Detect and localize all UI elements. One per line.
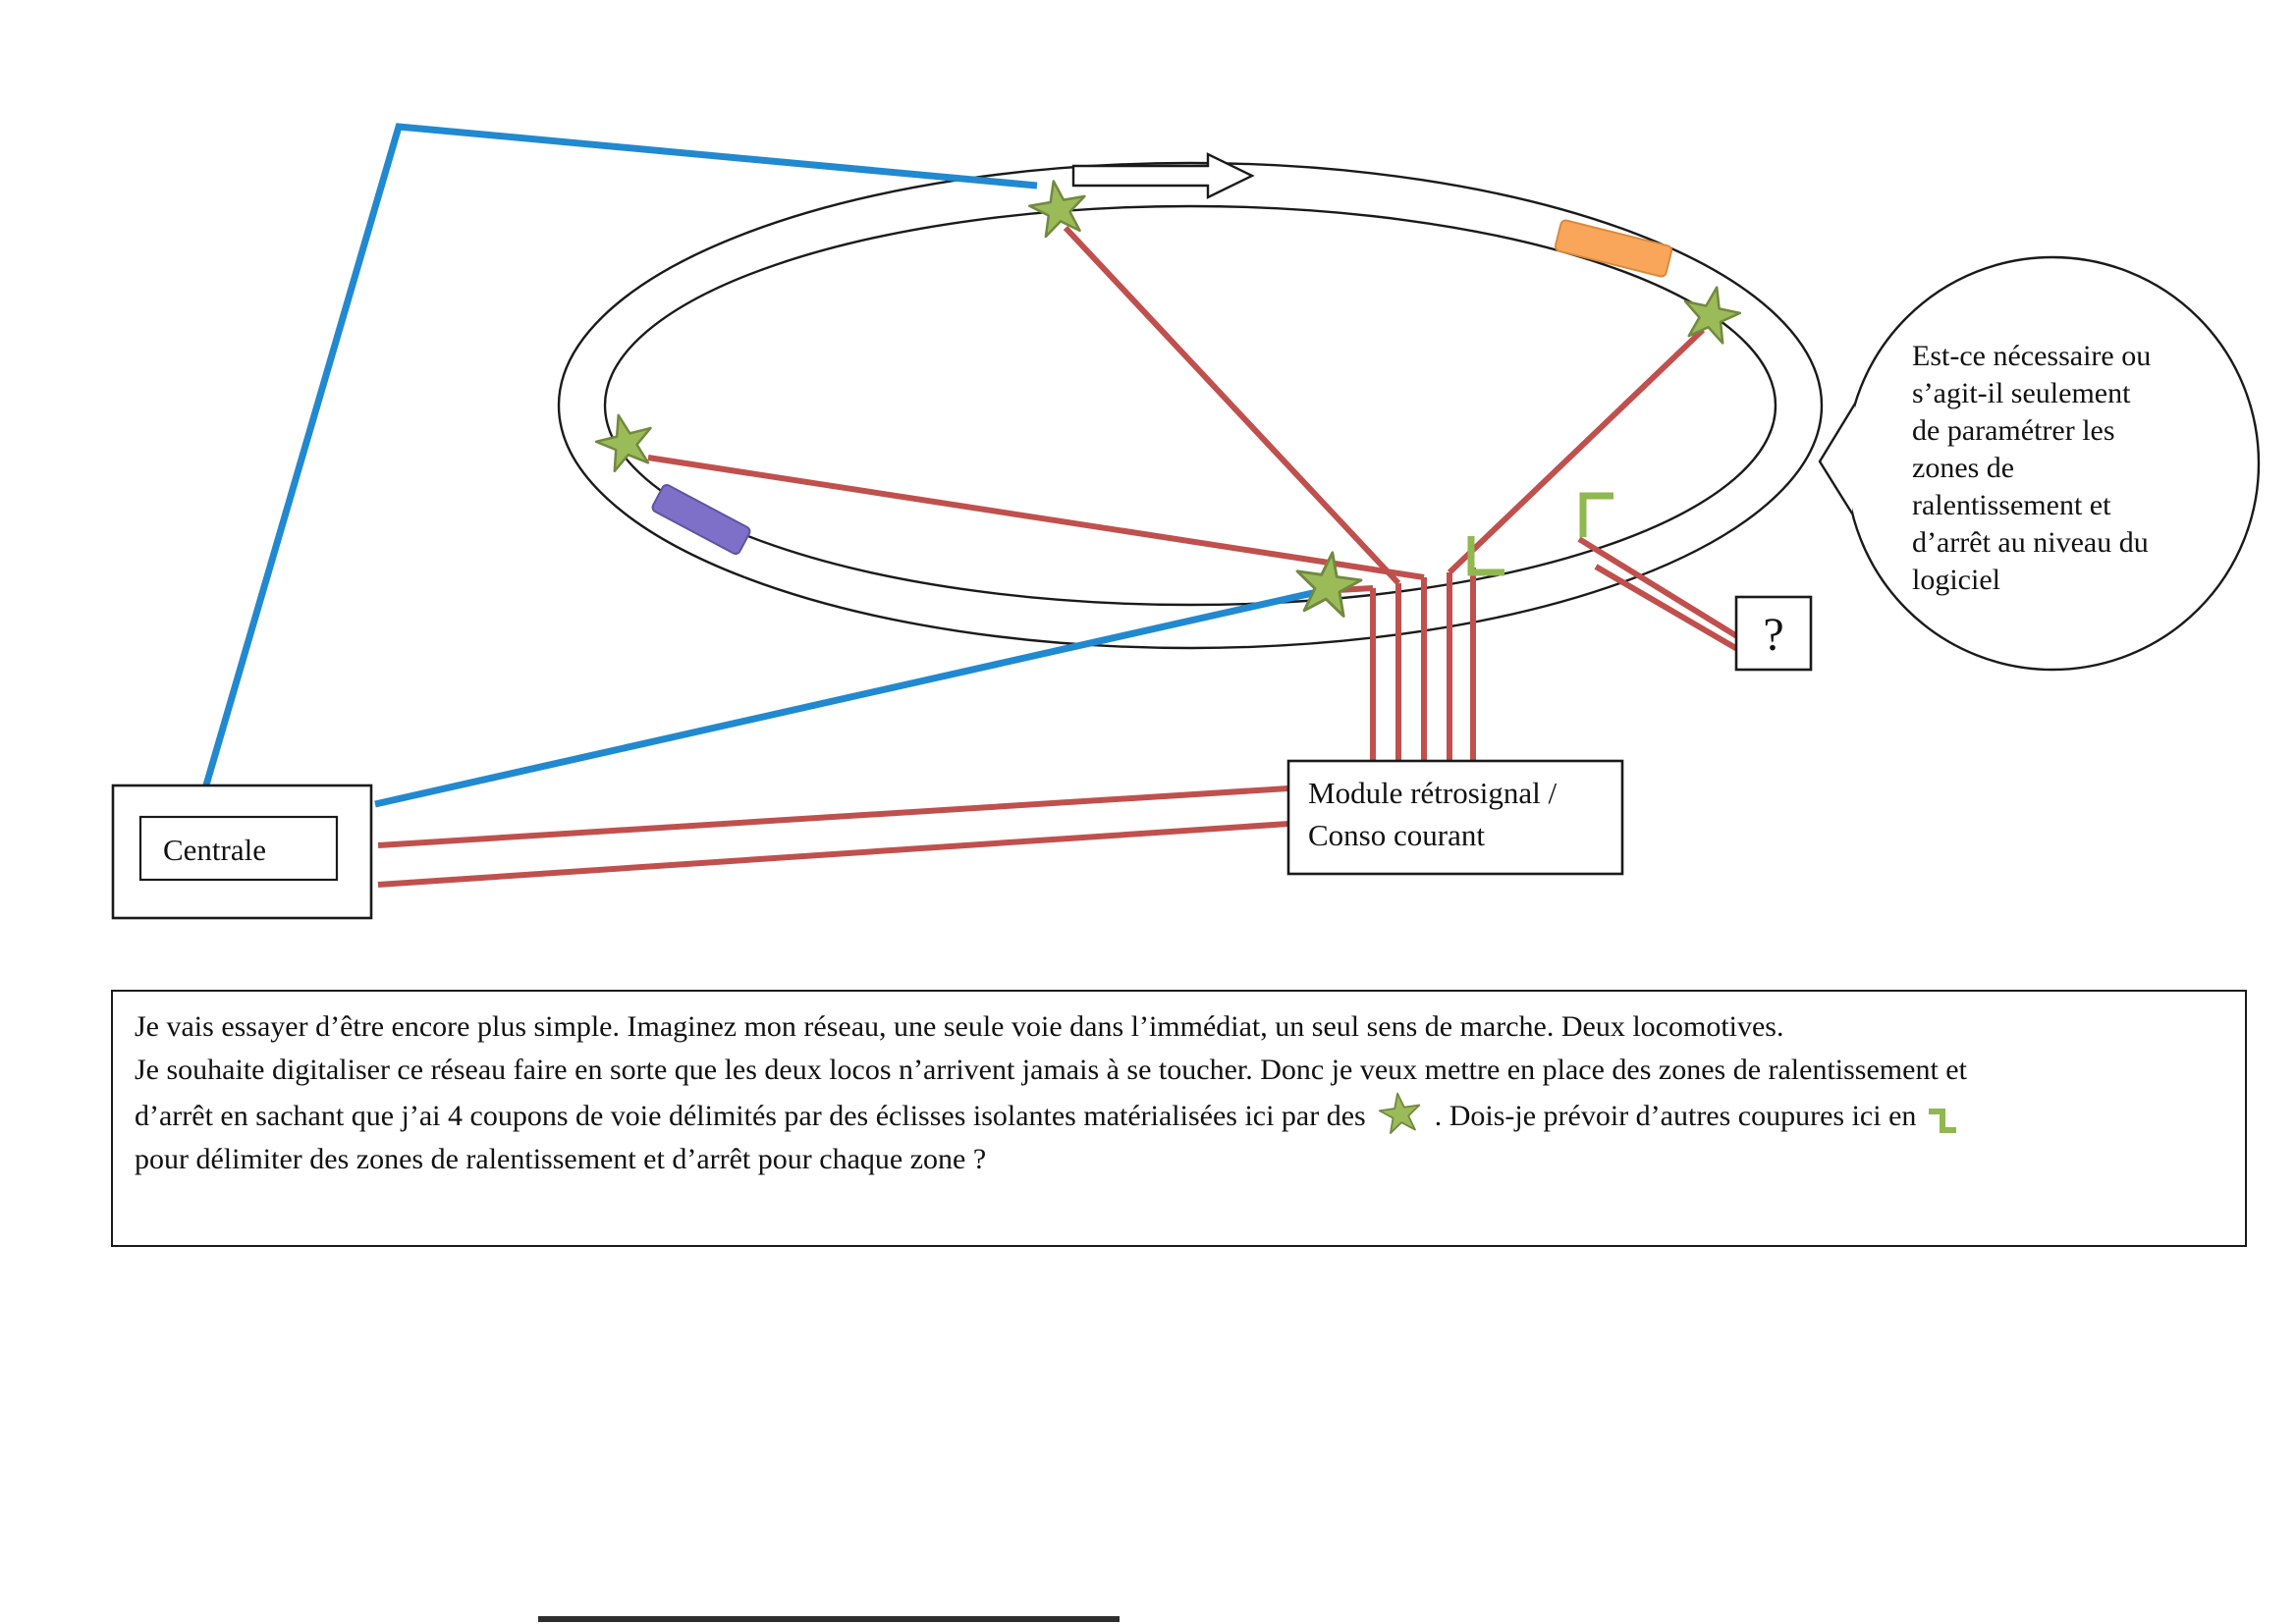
- direction-arrow-icon: [1071, 152, 1255, 199]
- isolating-joint-star-left: [589, 406, 660, 475]
- bubble-line-3: de paramétrer les: [1912, 414, 2115, 447]
- cut-mark-icon-upper: [1579, 492, 1613, 537]
- track-inner-rail: [603, 204, 1777, 607]
- feedback-wires: [377, 225, 1758, 888]
- wire-question-1: [1577, 536, 1742, 641]
- question-box-label: ?: [1763, 609, 1783, 661]
- locomotive-purple: [651, 484, 751, 555]
- bubble-line-1: Est-ce nécessaire ou: [1912, 340, 2151, 372]
- locomotive-orange: [1554, 219, 1673, 278]
- note-line-3-text-2: . Dois-je prévoir d’autres coupures ici …: [1434, 1100, 1917, 1132]
- track-plan-diagram: Centrale Module rétrosignal / Conso cour…: [111, 123, 2261, 920]
- question-note-box: Je vais essayer d’être encore plus simpl…: [111, 990, 2247, 1247]
- wire-right-star: [1447, 327, 1706, 575]
- module-label-line1: Module rétrosignal /: [1308, 776, 1558, 810]
- power-wires: [201, 123, 1327, 808]
- speech-bubble: [1844, 255, 2261, 672]
- isolating-joint-star-right: [1676, 280, 1746, 347]
- wire-centrale-module-2: [377, 821, 1289, 888]
- note-line-3-text-1: d’arrêt en sachant que j’ai 4 coupons de…: [135, 1100, 1366, 1132]
- bubble-line-4: zones de: [1912, 452, 2014, 484]
- note-line-1: Je vais essayer d’être encore plus simpl…: [135, 1010, 1784, 1043]
- bubble-line-7: logiciel: [1912, 564, 2000, 596]
- bubble-line-2: s’agit-il seulement: [1912, 377, 2131, 409]
- module-box: [1286, 759, 1624, 876]
- isolating-joint-star-icon: [1378, 1092, 1420, 1134]
- scan-artifact-line: [538, 1616, 1120, 1622]
- wire-centrale-module-1: [377, 785, 1289, 848]
- centrale-box-inner: [138, 815, 339, 882]
- note-line-3: d’arrêt en sachant que j’ai 4 coupons de…: [135, 1092, 2223, 1138]
- wire-top-star: [1063, 225, 1401, 586]
- note-line-4: pour délimiter des zones de ralentisseme…: [135, 1143, 987, 1175]
- module-label-line2: Conso courant: [1308, 818, 1485, 852]
- wire-question-2: [1594, 564, 1758, 663]
- cut-symbol-icon: [1929, 1109, 1957, 1133]
- track-outer-rail: [557, 161, 1824, 650]
- question-box: [1734, 595, 1813, 672]
- wire-blue-top: [201, 123, 1038, 789]
- centrale-label: Centrale: [163, 833, 266, 867]
- cut-mark-icon-lower: [1467, 536, 1504, 576]
- wire-blue-bottom: [374, 586, 1327, 808]
- bubble-line-6: d’arrêt au niveau du: [1912, 526, 2149, 559]
- speech-bubble-tail: [1818, 403, 1857, 514]
- bubble-line-5: ralentissement et: [1912, 489, 2111, 521]
- speech-bubble-tail-fill: [1820, 404, 1855, 514]
- wire-left-star: [647, 455, 1425, 580]
- note-line-2: Je souhaite digitaliser ce réseau faire …: [135, 1054, 1967, 1086]
